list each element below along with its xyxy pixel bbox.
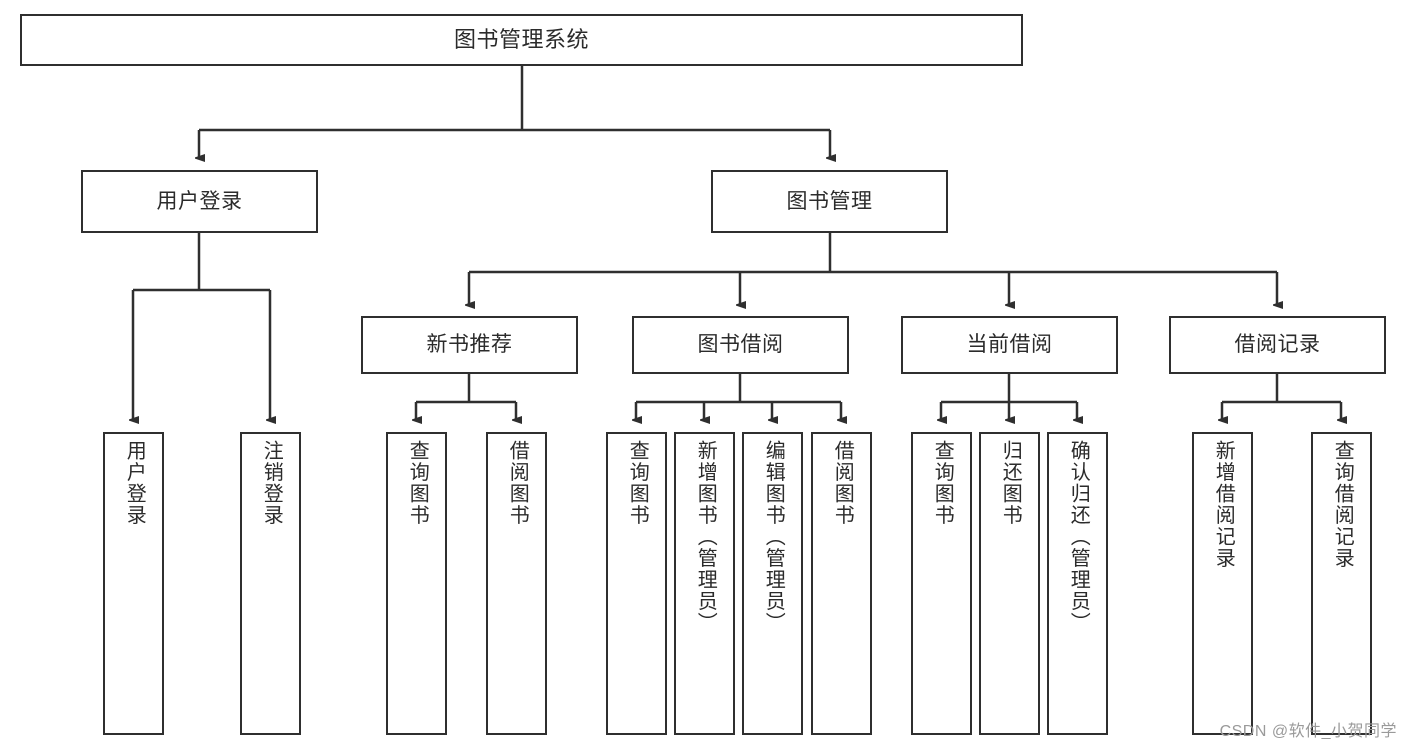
node-label: 用户登录 xyxy=(123,440,146,526)
node-label: 图书管理系统 xyxy=(453,26,589,52)
node-book-management[interactable]: 图书管理 xyxy=(711,170,948,233)
leaf-borrow-query-book[interactable]: 查询图书 xyxy=(606,432,667,735)
leaf-record-query-record[interactable]: 查询借阅记录 xyxy=(1311,432,1372,735)
leaf-new-book-borrow[interactable]: 借阅图书 xyxy=(486,432,547,735)
node-label: 用户登录 xyxy=(156,189,243,213)
node-label: 查询图书 xyxy=(406,440,429,526)
node-label: 新增图书（管理员） xyxy=(694,440,717,634)
leaf-current-query-book[interactable]: 查询图书 xyxy=(911,432,972,735)
node-label: 借阅记录 xyxy=(1234,333,1321,357)
node-user-login[interactable]: 用户登录 xyxy=(81,170,318,233)
node-label: 查询图书 xyxy=(931,440,954,526)
node-book-borrow[interactable]: 图书借阅 xyxy=(632,316,849,374)
node-label: 注销登录 xyxy=(260,440,283,526)
csdn-watermark: CSDN @软件_小贺同学 xyxy=(1219,723,1397,740)
leaf-borrow-add-book-admin[interactable]: 新增图书（管理员） xyxy=(674,432,735,735)
leaf-current-return-book[interactable]: 归还图书 xyxy=(979,432,1040,735)
leaf-borrow-borrow-book[interactable]: 借阅图书 xyxy=(811,432,872,735)
node-label: 查询借阅记录 xyxy=(1331,440,1354,569)
node-label: 借阅图书 xyxy=(831,440,854,526)
node-root-book-management-system[interactable]: 图书管理系统 xyxy=(20,14,1023,66)
leaf-borrow-edit-book-admin[interactable]: 编辑图书（管理员） xyxy=(742,432,803,735)
node-label: 借阅图书 xyxy=(506,440,529,526)
node-new-book-recommend[interactable]: 新书推荐 xyxy=(361,316,578,374)
leaf-current-confirm-return-admin[interactable]: 确认归还（管理员） xyxy=(1047,432,1108,735)
leaf-record-add-record[interactable]: 新增借阅记录 xyxy=(1192,432,1253,735)
leaf-new-book-query[interactable]: 查询图书 xyxy=(386,432,447,735)
node-label: 编辑图书（管理员） xyxy=(762,440,785,634)
node-label: 图书借阅 xyxy=(697,333,784,357)
node-label: 新书推荐 xyxy=(426,333,513,357)
node-label: 归还图书 xyxy=(999,440,1022,526)
leaf-user-login-logout[interactable]: 注销登录 xyxy=(240,432,301,735)
node-current-borrow[interactable]: 当前借阅 xyxy=(901,316,1118,374)
node-label: 新增借阅记录 xyxy=(1212,440,1235,569)
node-label: 查询图书 xyxy=(626,440,649,526)
leaf-user-login-login[interactable]: 用户登录 xyxy=(103,432,164,735)
node-borrow-record[interactable]: 借阅记录 xyxy=(1169,316,1386,374)
node-label: 确认归还（管理员） xyxy=(1067,440,1090,634)
node-label: 图书管理 xyxy=(786,189,873,213)
node-label: 当前借阅 xyxy=(966,333,1053,357)
